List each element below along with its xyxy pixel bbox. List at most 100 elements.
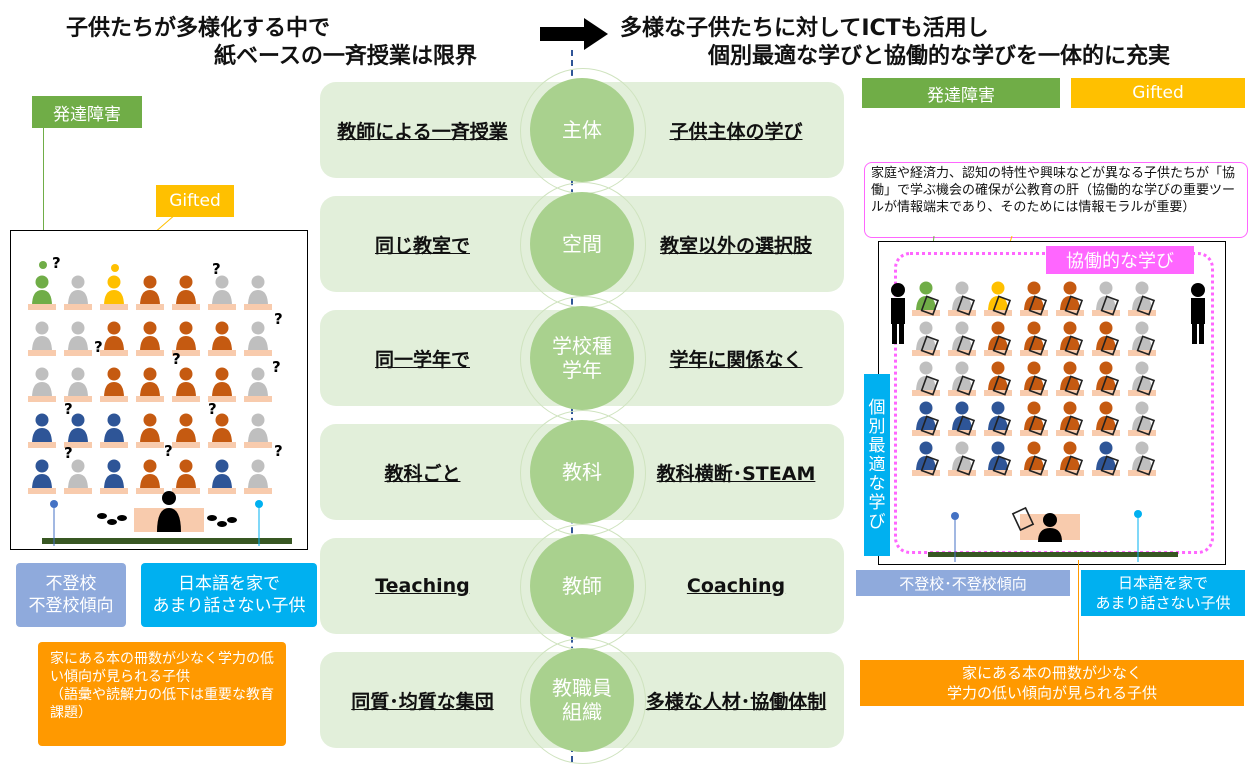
student-figure	[1128, 361, 1156, 396]
row-new-label: 多様な人材･協働体制	[645, 690, 827, 713]
question-mark-icon: ?	[208, 400, 217, 418]
right-tag-language: 日本語を家で あまり話さない子供	[1081, 570, 1245, 616]
left-tag-developmental: 発達障害	[32, 96, 142, 128]
student-figure	[28, 413, 56, 448]
left-tag-language: 日本語を家で あまり話さない子供	[141, 563, 317, 627]
student-figure	[1092, 441, 1120, 476]
student-figure	[244, 321, 272, 356]
student-figure	[1128, 321, 1156, 356]
student-figure	[208, 275, 236, 310]
header-right-line1: 多様な子供たちに対してICTも活用し	[620, 16, 989, 41]
student-figure	[244, 413, 272, 448]
student-figure	[172, 321, 200, 356]
student-figure	[1092, 361, 1120, 396]
student-figure	[100, 275, 128, 310]
student-figure	[1128, 281, 1156, 316]
student-figure	[912, 401, 940, 436]
student-figure	[1056, 401, 1084, 436]
student-figure	[1128, 441, 1156, 476]
student-figure	[172, 413, 200, 448]
student-figure	[984, 281, 1012, 316]
student-figure	[1020, 321, 1048, 356]
question-mark-icon: ?	[274, 310, 283, 328]
individual-label: 個 別 最 適 な 学 び	[864, 374, 890, 556]
left-developmental-connector	[43, 128, 44, 260]
right-classroom-illustration	[891, 281, 1205, 562]
student-figure	[1056, 441, 1084, 476]
student-figure	[1020, 441, 1048, 476]
row-category-circle: 教科	[530, 420, 634, 524]
question-mark-icon: ?	[64, 444, 73, 462]
student-figure	[100, 413, 128, 448]
student-figure	[1020, 281, 1048, 316]
question-mark-icon: ?	[64, 400, 73, 418]
student-figure	[208, 367, 236, 402]
header-right-line2: 個別最適な学びと協働的な学びを一体的に充実	[708, 44, 1171, 69]
student-figure	[1092, 281, 1120, 316]
student-figure	[1092, 401, 1120, 436]
row-old-label: 同質･均質な集団	[351, 690, 494, 713]
student-figure	[208, 413, 236, 448]
left-tag-absent: 不登校 不登校傾向	[16, 563, 126, 627]
row-old-label: Teaching	[375, 575, 470, 597]
student-figure	[948, 441, 976, 476]
student-figure	[28, 367, 56, 402]
student-figure	[912, 441, 940, 476]
question-mark-icon: ?	[274, 442, 283, 460]
student-figure	[984, 441, 1012, 476]
student-figure	[64, 367, 92, 402]
student-figure	[948, 321, 976, 356]
student-figure	[912, 361, 940, 396]
student-figure	[28, 321, 56, 356]
right-tag-gifted: Gifted	[1071, 78, 1245, 108]
student-figure	[100, 367, 128, 402]
header-left-line2: 紙ベースの一斉授業は限界	[214, 44, 477, 69]
student-figure	[244, 275, 272, 310]
arrow-right-icon	[540, 18, 608, 50]
right-note-books: 家にある本の冊数が少なく 学力の低い傾向が見られる子供	[860, 660, 1244, 706]
student-figure	[1056, 361, 1084, 396]
student-figure	[64, 275, 92, 310]
row-new-label: 子供主体の学び	[669, 120, 803, 143]
student-figure	[1092, 321, 1120, 356]
student-figure	[1020, 401, 1048, 436]
question-mark-icon: ?	[164, 442, 173, 460]
left-classroom-illustration: ???????????	[28, 254, 292, 546]
student-figure	[1020, 361, 1048, 396]
row-old-label: 教師による一斉授業	[337, 120, 508, 143]
student-figure	[172, 367, 200, 402]
question-mark-icon: ?	[272, 358, 281, 376]
row-category-circle: 学校種 学年	[530, 306, 634, 410]
row-new-label: 教室以外の選択肢	[659, 234, 812, 257]
right-tag-absent: 不登校･不登校傾向	[856, 570, 1070, 596]
left-note-books: 家にある本の冊数が少なく学力の低い傾向が見られる子供 （語彙や読解力の低下は重要…	[38, 642, 286, 746]
header-left-line1: 子供たちが多様化する中で	[66, 16, 331, 41]
row-category-circle: 教師	[530, 534, 634, 638]
student-figure	[912, 321, 940, 356]
row-old-label: 教科ごと	[384, 462, 461, 485]
student-figure	[64, 459, 92, 494]
student-figure	[172, 275, 200, 310]
student-figure	[948, 361, 976, 396]
student-figure	[208, 321, 236, 356]
right-classroom-frame	[878, 241, 1226, 565]
student-figure	[64, 413, 92, 448]
row-new-label: Coaching	[686, 575, 786, 597]
student-figure	[984, 401, 1012, 436]
row-category-circle: 主体	[530, 78, 634, 182]
student-figure	[1128, 401, 1156, 436]
left-tag-gifted: Gifted	[156, 185, 234, 217]
student-figure	[948, 401, 976, 436]
collab-label: 協働的な学び	[1046, 246, 1194, 274]
student-figure	[136, 413, 164, 448]
student-figure	[984, 361, 1012, 396]
question-mark-icon: ?	[212, 260, 221, 278]
student-figure	[100, 321, 128, 356]
question-mark-icon: ?	[172, 350, 181, 368]
student-figure	[64, 321, 92, 356]
student-figure	[244, 367, 272, 402]
student-figure	[28, 459, 56, 494]
row-category-circle: 教職員 組織	[530, 648, 634, 752]
student-figure	[1056, 321, 1084, 356]
row-new-label: 教科横断･STEAM	[656, 462, 816, 485]
